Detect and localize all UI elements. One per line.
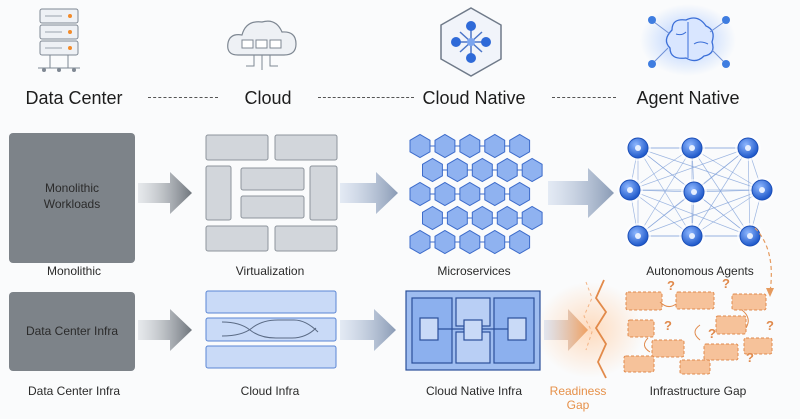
gap-piece xyxy=(651,339,685,358)
caption-data-center-infra: Data Center Infra xyxy=(27,384,121,398)
monolithic-box xyxy=(9,133,135,263)
gap-piece xyxy=(623,355,655,373)
caption-readiness-gap: Readiness Gap xyxy=(549,384,607,412)
era-cloud: Cloud xyxy=(244,88,292,108)
gap-piece xyxy=(675,291,715,310)
microservice-hex xyxy=(484,229,506,255)
gap-piece xyxy=(679,359,711,375)
cloud-native-infra-blocks xyxy=(405,290,541,371)
microservice-hex xyxy=(459,133,481,159)
microservice-hex xyxy=(446,205,468,231)
hexagon-network-icon xyxy=(440,7,502,77)
microservice-hex xyxy=(471,205,493,231)
question-mark-icon: ? xyxy=(667,278,675,293)
crack-line-thin xyxy=(583,281,593,351)
microservice-hex xyxy=(434,133,456,159)
caption-autonomous-agents: Autonomous Agents xyxy=(646,264,754,278)
question-mark-icon: ? xyxy=(708,326,716,341)
microservice-hex xyxy=(484,133,506,159)
gap-connector xyxy=(754,227,772,293)
microservice-hex xyxy=(521,157,543,183)
era-connector-3 xyxy=(552,97,616,98)
gap-connector-head xyxy=(766,288,774,297)
cloud-vm-icon xyxy=(227,20,297,70)
era-connector-2 xyxy=(318,97,414,98)
arrow-dc-to-cloudinfra xyxy=(138,309,192,351)
question-mark-icon: ? xyxy=(766,318,774,333)
question-mark-icon: ? xyxy=(746,350,754,365)
microservice-hex xyxy=(409,181,431,207)
microservice-hex xyxy=(521,205,543,231)
readiness-glow xyxy=(536,282,644,378)
microservice-hex xyxy=(459,229,481,255)
question-mark-icon: ? xyxy=(664,318,672,333)
era-connector-1 xyxy=(148,97,218,98)
microservice-hex xyxy=(434,181,456,207)
microservice-hex xyxy=(509,133,531,159)
microservice-hex xyxy=(422,205,443,231)
caption-virtualization: Virtualization xyxy=(235,264,305,278)
question-mark-icon: ? xyxy=(722,276,730,291)
caption-monolithic: Monolithic xyxy=(46,264,102,278)
era-agent-native: Agent Native xyxy=(636,88,740,108)
era-data-center: Data Center xyxy=(25,88,123,108)
gap-piece xyxy=(703,343,739,361)
caption-microservices: Microservices xyxy=(437,264,511,278)
cloud-infra-blocks xyxy=(205,290,337,369)
arrow-mono-to-virt xyxy=(138,172,192,214)
arrow-micro-to-agents xyxy=(548,168,614,218)
microservice-hex xyxy=(434,229,456,255)
microservice-hex xyxy=(409,229,431,255)
gap-piece xyxy=(715,315,747,335)
era-cloud-native: Cloud Native xyxy=(422,88,526,108)
agent-mesh xyxy=(617,135,775,249)
microservice-hex xyxy=(509,229,531,255)
microservice-hex xyxy=(484,181,506,207)
crack-line xyxy=(594,279,608,379)
arrow-cloudinfra-to-cninfra xyxy=(340,309,396,351)
infrastructure-gap-pieces: ?????? xyxy=(623,276,774,375)
microservices-grid xyxy=(409,133,543,255)
gap-piece xyxy=(743,337,773,355)
microservice-hex xyxy=(422,157,443,183)
gap-piece xyxy=(627,319,655,338)
microservice-hex xyxy=(459,181,481,207)
microservice-hex xyxy=(471,157,493,183)
data-center-infra-box xyxy=(9,292,135,371)
arrow-virt-to-micro xyxy=(340,172,398,214)
gap-piece xyxy=(625,291,663,311)
gap-piece xyxy=(731,293,767,311)
virtualization-blocks xyxy=(205,134,338,252)
microservice-hex xyxy=(496,157,518,183)
server-rack-icon xyxy=(38,8,80,72)
caption-cloud-native-infra: Cloud Native Infra xyxy=(425,384,523,398)
data-center-box-label: Data Center Infra xyxy=(25,324,119,338)
monolithic-box-label: Monolithic Workloads xyxy=(43,181,101,211)
microservice-hex xyxy=(509,181,531,207)
microservice-hex xyxy=(446,157,468,183)
arrow-to-gap xyxy=(544,309,588,351)
caption-cloud-infra: Cloud Infra xyxy=(240,384,300,398)
brain-network-icon xyxy=(640,4,736,76)
caption-infrastructure-gap: Infrastructure Gap xyxy=(649,384,747,398)
microservice-hex xyxy=(409,133,431,159)
microservice-hex xyxy=(496,205,518,231)
